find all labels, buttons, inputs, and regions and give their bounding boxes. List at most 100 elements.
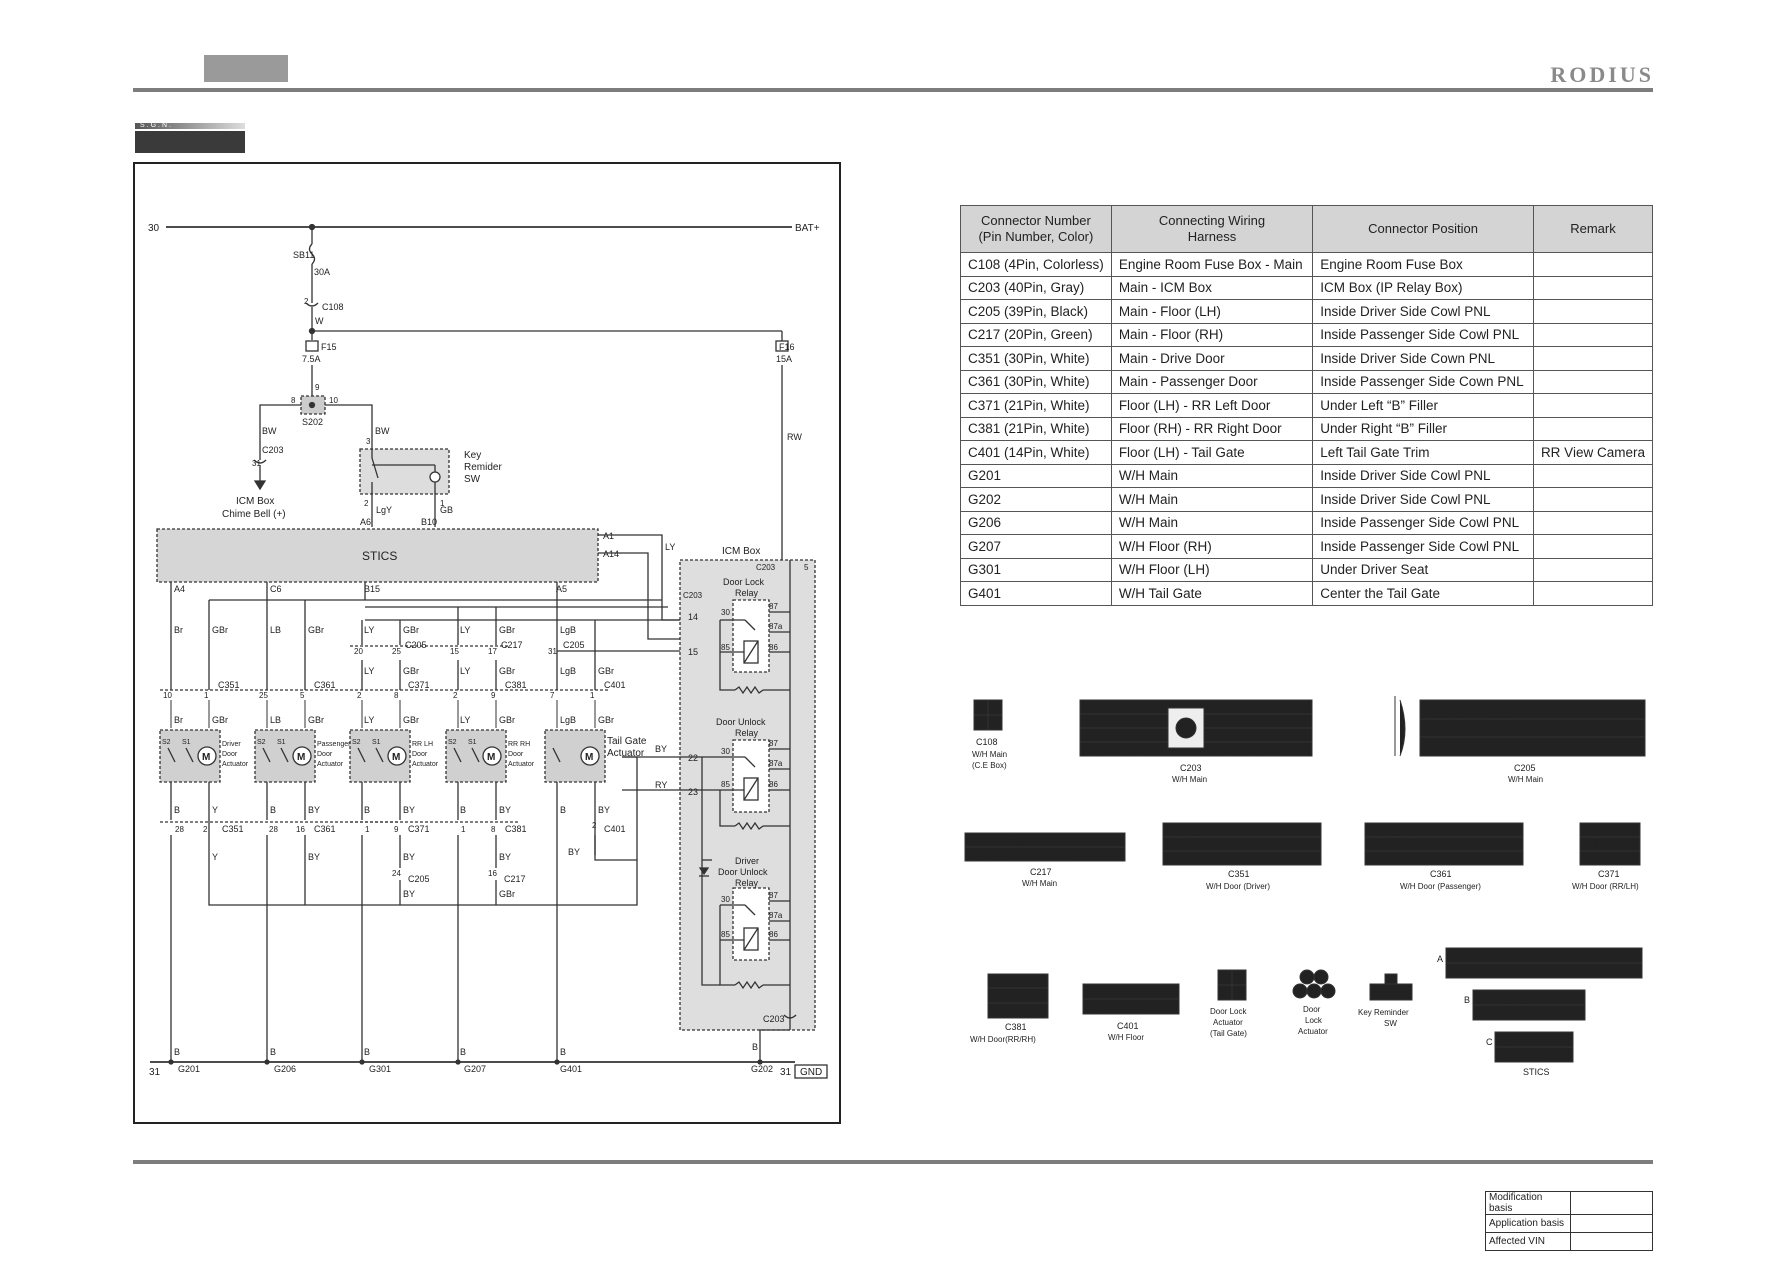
- diagram-label: C203: [683, 591, 703, 600]
- diagram-label: 3: [978, 718, 983, 728]
- diagram-label: 8 9 10 11: [1584, 855, 1617, 864]
- diagram-label: C361: [1430, 869, 1452, 879]
- diagram-label: G401: [560, 1064, 582, 1074]
- diagram-label: RR RH: [508, 741, 530, 748]
- table-cell: [1532, 252, 1654, 277]
- diagram-label: W: [315, 316, 324, 326]
- diagram-label: B: [174, 1047, 180, 1057]
- section-tag-bar: [135, 123, 245, 129]
- diagram-label: 29 30 31 32: [1081, 746, 1124, 755]
- s202-label: S202: [302, 417, 323, 427]
- diagram-label: 31: [252, 459, 261, 468]
- diagram-label: BY: [403, 852, 415, 862]
- connector-c381: 1 2 3 4 5 6 7 8 9 10 11 C381 W/H Door(RR…: [970, 973, 1049, 1044]
- table-cell: C351 (30Pin, White): [960, 346, 1112, 371]
- diagram-label: C205: [1514, 763, 1536, 773]
- diagram-label: 1: [1304, 973, 1309, 982]
- diagram-label: B: [560, 1047, 566, 1057]
- key-reminder-label: Key: [464, 450, 481, 461]
- connector-c401: 1 2 3 4 5 6 7 8 9 10 11 12 13 14 C401 W/…: [1082, 983, 1180, 1042]
- diagram-label: 15: [688, 647, 698, 657]
- diagram-label: Actuator: [1298, 1027, 1328, 1036]
- sb11-label: SB11: [293, 250, 314, 260]
- diagram-label: BY: [655, 744, 667, 754]
- affected-vin-label: Affected VIN: [1485, 1232, 1571, 1251]
- diagram-label: C401: [604, 680, 626, 690]
- diagram-label: 14: [688, 612, 698, 622]
- diagram-label: G207: [464, 1064, 486, 1074]
- diagram-label: W/H Main: [972, 750, 1007, 759]
- table-cell: C205 (39Pin, Black): [960, 299, 1112, 324]
- diagram-label: 30: [721, 895, 730, 904]
- diagram-label: 1: [440, 499, 445, 508]
- diagram-label: 1 2 3 ╳ 4 5 ╳ 6 7 ╳ 8 9 10 11: [1424, 705, 1525, 715]
- gnd-label: GND: [800, 1067, 822, 1078]
- table-row: C217 (20Pin, Green)Main - Floor (RH)Insi…: [960, 322, 1654, 347]
- diagram-label: LgB: [560, 625, 576, 635]
- diagram-label: G301: [369, 1064, 391, 1074]
- diagram-label: Actuator: [222, 761, 249, 768]
- diagram-label: S2: [352, 739, 361, 746]
- diagram-label: LY: [364, 625, 374, 635]
- diagram-label: C203: [763, 1014, 785, 1024]
- diagram-label: C381: [1005, 1022, 1027, 1032]
- table-cell: W/H Floor (RH): [1110, 534, 1314, 559]
- diagram-label: 5 6 7: [1588, 841, 1606, 850]
- diagram-label: 1 2 3 4 5 6 7 8 9 10 11 12 13: [1450, 952, 1552, 961]
- diagram-label: SW: [1384, 1019, 1397, 1028]
- diagram-label: 1 2 3 4 ╳ 5 6 7 8: [1166, 826, 1225, 836]
- diagram-label: C401: [1117, 1021, 1139, 1031]
- diagram-label: GB: [440, 505, 453, 515]
- table-cell: Inside Driver Side Cowl PNL: [1312, 299, 1534, 324]
- diagram-label: GBr: [499, 715, 515, 725]
- diagram-label: 7 8 9 10 11 12: [1498, 1051, 1549, 1060]
- diagram-label: G202: [751, 1064, 773, 1074]
- diagram-label: 1: [365, 825, 370, 834]
- connector-stics: A 1 2 3 4 5 6 7 8 9 10 11 12 13 14 15 16…: [1437, 947, 1643, 1077]
- diagram-label: S1: [277, 739, 286, 746]
- diagram-label: A: [1437, 954, 1443, 964]
- col-header-connector: Connector Number (Pin Number, Color): [960, 205, 1112, 253]
- diagram-label: A1: [603, 531, 614, 541]
- diagram-label: C205: [408, 874, 430, 884]
- diagram-label: LY: [665, 542, 675, 552]
- label-30: 30: [148, 223, 160, 234]
- diagram-label: C205: [405, 640, 427, 650]
- table-row: C371 (21Pin, White)Floor (LH) - RR Left …: [960, 393, 1654, 418]
- diagram-label: BY: [598, 805, 610, 815]
- diagram-label: 7 8: [1208, 704, 1220, 713]
- diagram-label: 31: [780, 1067, 792, 1078]
- diagram-label: 1: [590, 691, 595, 700]
- diagram-label: C6: [270, 584, 282, 594]
- diagram-label: 15A: [776, 354, 792, 364]
- diagram-label: 2: [1318, 973, 1323, 982]
- table-cell: Inside Passenger Side Cowl PNL: [1312, 534, 1534, 559]
- diagram-label: C205: [563, 640, 585, 650]
- table-cell: Floor (LH) - RR Left Door: [1110, 393, 1314, 418]
- diagram-label: BY: [308, 805, 320, 815]
- diagram-label: 1: [461, 825, 466, 834]
- diagram-label: BW: [262, 426, 277, 436]
- diagram-label: 3: [366, 437, 371, 446]
- diagram-label: G206: [274, 1064, 296, 1074]
- table-cell: Inside Driver Side Cowl PNL: [1312, 487, 1534, 512]
- diagram-label: BY: [499, 852, 511, 862]
- diagram-label: C371: [408, 824, 430, 834]
- diagram-label: W/H Door (RR/LH): [1572, 882, 1639, 891]
- table-cell: Main - Floor (RH): [1110, 322, 1314, 347]
- diagram-label: 86: [769, 780, 778, 789]
- driver-door-unlock-relay-label: Driver: [735, 856, 759, 866]
- diagram-label: 22: [688, 753, 698, 763]
- diagram-label: GBr: [212, 625, 228, 635]
- table-cell: Engine Room Fuse Box - Main: [1110, 252, 1314, 277]
- diagram-label: GBr: [499, 666, 515, 676]
- diagram-label: 85: [721, 930, 730, 939]
- diagram-label: 8 9 10 11 12 13 14: [1086, 1003, 1153, 1012]
- diagram-label: (C.E Box): [972, 761, 1007, 770]
- table-cell: [1532, 369, 1654, 394]
